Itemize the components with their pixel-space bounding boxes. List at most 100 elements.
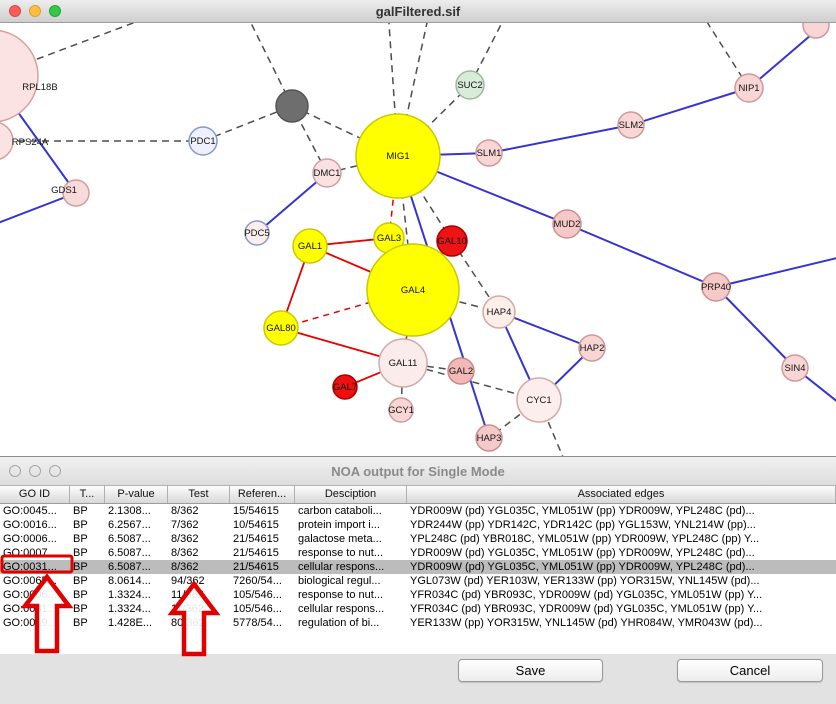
edge-pdc5-dmc1[interactable]	[256, 172, 328, 234]
node-SIN4[interactable]	[781, 354, 809, 382]
node-trc[interactable]	[802, 23, 830, 39]
node-label-NIP1: NIP1	[738, 83, 759, 94]
node-label-PDC1: PDC1	[190, 136, 215, 147]
traffic-lights	[9, 5, 61, 17]
edge-prp40-sin4[interactable]	[715, 286, 796, 369]
table-cell: 1.3324...	[108, 603, 151, 615]
network-graph: RPL18BRPS24AGDS1PDC1DMC1MIG1SUC2SLM1SLM2…	[0, 23, 836, 457]
column-header-3[interactable]: Test	[168, 486, 230, 503]
table-cell: 7260/54...	[233, 575, 282, 587]
column-header-6[interactable]: Associated edges	[407, 486, 836, 503]
save-button[interactable]: Save	[458, 659, 603, 682]
column-header-5[interactable]: Desciption	[295, 486, 407, 503]
node-SLM2[interactable]	[617, 111, 645, 139]
edge-gray-v_t1[interactable]	[245, 23, 293, 107]
network-window-titlebar[interactable]: galFiltered.sif	[0, 0, 836, 23]
node-label-GAL80: GAL80	[266, 323, 296, 334]
table-cell: GO:0065...	[3, 575, 57, 587]
zoom-button[interactable]	[49, 5, 61, 17]
node-label-GAL11: GAL11	[389, 358, 418, 369]
edge-nip1-v_t5[interactable]	[700, 23, 750, 89]
column-header-1[interactable]: T...	[70, 486, 105, 503]
node-GAL80[interactable]	[263, 310, 299, 346]
table-cell: response to nut...	[298, 589, 383, 601]
node-GAL11[interactable]	[378, 338, 428, 388]
node-MUD2[interactable]	[552, 209, 582, 239]
column-header-0[interactable]: GO ID	[0, 486, 70, 503]
node-label-DMC1: DMC1	[314, 168, 341, 179]
table-cell: YDR009W (pd) YGL035C, YML051W (pp) YDR00…	[410, 561, 755, 573]
node-SLM1[interactable]	[475, 139, 503, 167]
zoom-button[interactable]	[49, 465, 61, 477]
cancel-button[interactable]: Cancel	[677, 659, 823, 682]
edge-gds1-v_l1[interactable]	[0, 192, 77, 228]
node-HAP3[interactable]	[475, 424, 503, 452]
node-NIP1[interactable]	[734, 73, 764, 103]
noa-window-title: NOA output for Single Mode	[331, 463, 505, 479]
node-GAL2[interactable]	[447, 357, 475, 385]
node-MIG1[interactable]	[355, 113, 441, 199]
node-label-GAL4: GAL4	[401, 285, 425, 296]
table-cell: YDR244W (pp) YDR142C, YDR142C (pp) YGL15…	[410, 519, 756, 531]
node-label-CYC1: CYC1	[526, 395, 551, 406]
node-GAL10[interactable]	[436, 225, 468, 257]
table-cell: 1.3324...	[108, 589, 151, 601]
edge-pdc1-gray[interactable]	[202, 105, 293, 142]
minimize-button[interactable]	[29, 5, 41, 17]
table-cell: 8/362	[171, 561, 199, 573]
node-RPL18B[interactable]	[0, 29, 39, 123]
node-PDC1[interactable]	[188, 126, 218, 156]
edge-slm2-nip1[interactable]	[630, 87, 750, 126]
node-label-HAP2: HAP2	[580, 343, 605, 354]
column-header-4[interactable]: Referen...	[230, 486, 295, 503]
node-label-PRP40: PRP40	[701, 282, 731, 293]
node-DMC1[interactable]	[312, 158, 342, 188]
table-cell: GO:0006...	[3, 589, 57, 601]
node-PRP40[interactable]	[701, 272, 731, 302]
node-HAP2[interactable]	[578, 334, 606, 362]
node-GDS1[interactable]	[62, 179, 90, 207]
table-cell: GO:0007...	[3, 547, 57, 559]
noa-window-titlebar[interactable]: NOA output for Single Mode	[0, 457, 836, 486]
node-GAL7[interactable]	[332, 374, 358, 400]
edge-mud2-prp40[interactable]	[566, 223, 717, 288]
node-CYC1[interactable]	[516, 377, 562, 423]
edge-prp40-v_r1[interactable]	[715, 253, 836, 288]
table-cell: 7/362	[171, 519, 199, 531]
node-label-GAL2: GAL2	[449, 366, 473, 377]
table-cell: biological regul...	[298, 575, 381, 587]
node-gray[interactable]	[275, 89, 309, 123]
column-header-2[interactable]: P-value	[105, 486, 168, 503]
node-label-MIG1: MIG1	[386, 151, 409, 162]
edge-slm1-slm2[interactable]	[488, 124, 632, 154]
table-cell: 6.5087...	[108, 533, 151, 545]
node-SUC2[interactable]	[455, 70, 485, 100]
table-cell: GO:0045...	[3, 505, 57, 517]
node-GAL1[interactable]	[292, 228, 328, 264]
node-GCY1[interactable]	[388, 397, 414, 423]
close-button[interactable]	[9, 5, 21, 17]
node-label-RPS24A: RPS24A	[12, 137, 49, 148]
minimize-button[interactable]	[29, 465, 41, 477]
table-cell: regulation of bi...	[298, 617, 380, 629]
node-label-SIN4: SIN4	[784, 363, 805, 374]
node-RPS24A[interactable]	[0, 122, 14, 160]
table-cell: cellular respons...	[298, 561, 385, 573]
node-PDC5[interactable]	[244, 220, 270, 246]
node-HAP4[interactable]	[482, 295, 516, 329]
close-button[interactable]	[9, 465, 21, 477]
node-label-GCY1: GCY1	[388, 405, 414, 416]
node-GAL4[interactable]	[366, 243, 460, 337]
